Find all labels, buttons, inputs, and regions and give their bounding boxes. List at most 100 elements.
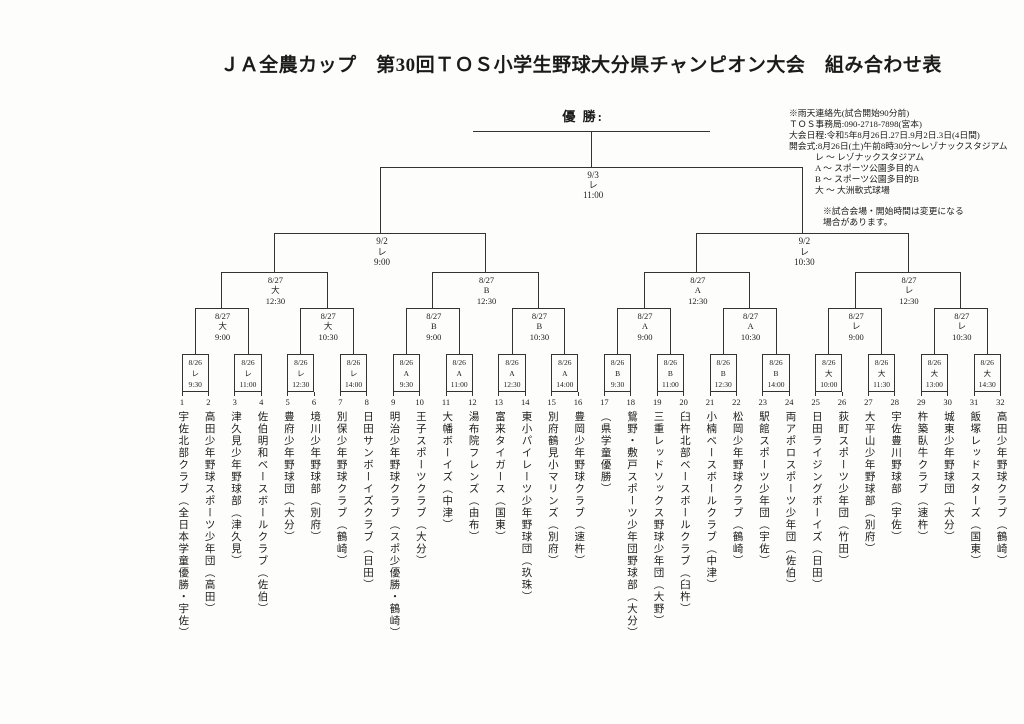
team-number: 3: [232, 397, 237, 407]
bracket-line: [643, 271, 751, 273]
bracket-line: [366, 392, 368, 396]
team-number: 20: [679, 397, 688, 407]
round1-label-time: 9:30: [610, 380, 625, 389]
bracket-line: [854, 271, 962, 273]
bracket-line: [815, 392, 817, 396]
bracket-line: [498, 392, 500, 396]
team-name: 臼杵北部ベースボールクラブ（臼杵）: [678, 411, 690, 615]
bracket-line: [247, 308, 249, 354]
round2-label-date: 8/27: [848, 310, 864, 321]
round1-label-time: 14:00: [345, 380, 363, 389]
bracket-line: [775, 308, 777, 354]
bracket-line: [445, 392, 447, 396]
bracket-line: [353, 308, 355, 354]
round1-label-time: 13:00: [925, 380, 943, 389]
round1-match-box: 8/26 大 13:00: [920, 354, 949, 392]
semifinal-label-venue: レ: [377, 246, 387, 257]
team-name: 高田少年野球スポーツ少年団（高田）: [203, 411, 215, 615]
note-line: A ～ スポーツ公園多目的A: [815, 163, 920, 173]
round2-label-venue: B: [430, 321, 437, 331]
team-name: 大平山少年野球部（別府）: [863, 411, 875, 555]
round2-label-date: 8/27: [531, 310, 547, 321]
team-name: 別府鶴見小マリンズ（別府）: [546, 411, 558, 567]
round1-label-time: 12:30: [503, 380, 521, 389]
team-number: 32: [996, 397, 1005, 407]
team-number: 15: [547, 397, 556, 407]
quarterfinal-label-venue: A: [694, 285, 701, 295]
round1-label-time: 9:30: [188, 380, 202, 389]
team-name: 日田サンボーイズクラブ（日田）: [362, 411, 374, 591]
round1-label-time: 10:00: [820, 380, 838, 389]
team-name: 城東少年野球団（大分）: [942, 411, 954, 543]
bracket-line: [405, 308, 407, 354]
round1-label-venue: 大: [825, 369, 833, 378]
note-line: 大会日程:令和5年8月26日.27日.9月2日.3日(4日間): [789, 130, 980, 140]
round2-label-date: 8/27: [954, 310, 970, 321]
bracket-line: [986, 308, 988, 354]
bracket-line: [537, 272, 539, 308]
bracket-line: [722, 307, 777, 309]
bracket-line: [287, 392, 289, 396]
bracket-line: [854, 272, 856, 308]
team-name: 鴛野・敷戸スポーツ少年団野球部（大分）: [626, 411, 638, 639]
team-name: 駅館スポーツ少年団（宇佐）: [758, 411, 770, 567]
bracket-line: [933, 308, 935, 354]
bracket-line: [590, 131, 592, 167]
bracket-line: [894, 392, 896, 396]
round1-label-venue: B: [615, 369, 621, 378]
team-number: 2: [206, 397, 211, 407]
team-number: 21: [705, 397, 715, 407]
team-name: 大幡ボーイズ（中津）: [441, 411, 453, 531]
round1-label-venue: 大: [930, 369, 939, 378]
team-number: 30: [943, 397, 952, 407]
bracket-line: [920, 392, 922, 396]
round1-label-venue: レ: [349, 369, 358, 378]
bracket-line: [564, 308, 566, 354]
round2-label-time: 9:00: [637, 331, 653, 342]
semifinal-label-time: 9:00: [373, 257, 391, 267]
note-line: 開会式:8月26日(土)午前8時30分～レゾナックスタジアム: [789, 141, 1008, 151]
team-number: 8: [364, 397, 369, 407]
team-number: 1: [179, 397, 185, 407]
round1-label-date: 8/26: [399, 358, 414, 367]
bracket-line: [511, 307, 566, 309]
round2-label-date: 8/27: [320, 310, 336, 321]
quarterfinal-label-time: 12:30: [899, 295, 919, 306]
bracket-line: [551, 392, 553, 396]
team-number: 31: [969, 397, 979, 407]
team-name: 高田少年野球クラブ（鶴崎）: [995, 411, 1007, 567]
bracket-line: [273, 233, 275, 272]
team-number: 14: [520, 397, 530, 407]
quarterfinal-label-date: 8/27: [267, 274, 283, 285]
team-number: 27: [864, 397, 873, 407]
bracket-line: [207, 392, 209, 396]
team-name: 王子スポーツクラブ（大分）: [414, 411, 426, 567]
round1-label-date: 8/26: [927, 358, 942, 367]
team-name: 宇佐北部クラブ（全日本学童優勝・宇佐）: [177, 411, 189, 639]
note-line: ※試合会場・開始時間は変更になる: [823, 206, 964, 216]
bracket-line: [617, 308, 619, 354]
bracket-line: [735, 392, 737, 396]
bracket-line: [656, 392, 658, 396]
bracket-line: [749, 272, 751, 308]
team-number: 9: [391, 397, 396, 407]
note-line: ＴＯＳ事務局:090-2718-7898(宮本): [789, 119, 922, 129]
round1-label-date: 8/26: [716, 358, 730, 367]
team-name: 富来タイガース（国東）: [494, 411, 506, 543]
bracket-line: [841, 392, 843, 396]
